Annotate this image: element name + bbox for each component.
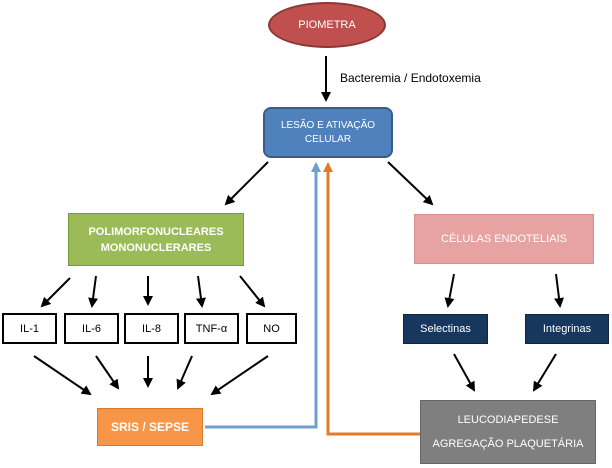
arrow-no-to-sris: [212, 356, 268, 394]
arrow-il1-to-sris: [34, 356, 90, 394]
arrow-selectinas-to-leuco: [454, 354, 474, 390]
selectinas-label: Selectinas: [420, 323, 471, 335]
arrow-celulas-to-selectinas: [448, 274, 454, 306]
cytokine-label: NO: [263, 323, 280, 335]
integrinas-label: Integrinas: [543, 323, 591, 335]
arrow-lesao-to-celulas: [388, 162, 432, 204]
integrinas-node: Integrinas: [525, 314, 609, 344]
piometra-label: PIOMETRA: [298, 19, 355, 31]
cytokine-label: TNF-α: [196, 323, 227, 335]
polimorfonucleares-node: POLIMORFONUCLEARES MONONUCLERARES: [68, 213, 244, 266]
agregacao-label: AGREGAÇÃO PLAQUETÁRIA: [433, 438, 584, 450]
arrow-il6-to-sris: [96, 356, 118, 388]
celulas-label: CÉLULAS ENDOTELIAIS: [441, 233, 567, 245]
arrow-poli-to-il1: [42, 278, 70, 306]
lesao-label-line1: LESÃO E ATIVAÇÃO: [281, 119, 375, 133]
poli-label-line1: POLIMORFONUCLEARES: [88, 224, 223, 240]
arrow-poli-to-no: [240, 276, 264, 306]
cytokine-box-il1: IL-1: [2, 313, 57, 344]
arrow-leuco-to-lesao-feedback: [328, 164, 420, 434]
celulas-endoteliais-node: CÉLULAS ENDOTELIAIS: [414, 214, 594, 264]
cytokine-label: IL-6: [82, 323, 101, 335]
piometra-node: PIOMETRA: [268, 2, 386, 48]
lesao-node: LESÃO E ATIVAÇÃO CELULAR: [263, 107, 393, 158]
leucodiapedese-node: LEUCODIAPEDESE AGREGAÇÃO PLAQUETÁRIA: [420, 400, 596, 464]
cytokine-label: IL-8: [142, 323, 161, 335]
arrow-celulas-to-integrinas: [556, 274, 560, 306]
arrow-poli-to-tnf: [198, 276, 202, 306]
cytokine-box-tnf: TNF-α: [184, 313, 239, 344]
leuco-label: LEUCODIAPEDESE: [458, 414, 559, 426]
cytokine-label: IL-1: [20, 323, 39, 335]
cytokine-box-il8: IL-8: [124, 313, 179, 344]
selectinas-node: Selectinas: [403, 314, 488, 344]
lesao-label-line2: CELULAR: [305, 133, 351, 147]
cytokine-box-no: NO: [246, 313, 297, 344]
poli-label-line2: MONONUCLERARES: [101, 240, 212, 256]
arrow-poli-to-il6: [92, 276, 96, 306]
cytokine-box-il6: IL-6: [64, 313, 119, 344]
arrow-lesao-to-poli: [226, 162, 268, 204]
bacteremia-label: Bacteremia / Endotoxemia: [340, 71, 481, 85]
arrow-integrinas-to-leuco: [534, 354, 556, 390]
sris-sepse-node: SRIS / SEPSE: [97, 408, 203, 446]
arrow-tnf-to-sris: [178, 356, 192, 388]
sris-label: SRIS / SEPSE: [111, 420, 189, 434]
